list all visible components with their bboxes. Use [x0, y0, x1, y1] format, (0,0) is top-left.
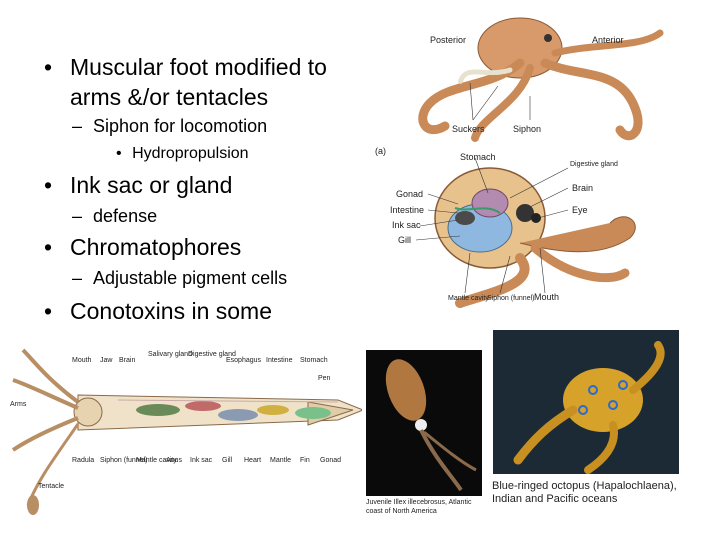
- label-siphon: Siphon: [513, 124, 541, 134]
- label-anus: Anus: [166, 457, 182, 464]
- photo-juvenile-squid: [366, 350, 482, 496]
- label-anterior: Anterior: [592, 35, 624, 45]
- label-heart: Heart: [244, 457, 261, 464]
- label-fin: Fin: [300, 457, 310, 464]
- label-salivary-gland: Salivary gland: [148, 351, 192, 358]
- label-siphon-funnel: Siphon (funnel): [487, 295, 534, 302]
- octopus-internal-view: Stomach Digestive gland Brain Eye Gonad …: [390, 152, 636, 308]
- label-intestine: Intestine: [390, 205, 424, 215]
- label-pen: Pen: [318, 375, 331, 382]
- label-arms: Arms: [10, 401, 27, 408]
- bullet-1-text: Muscular foot modified to: [70, 54, 327, 80]
- label-gill: Gill: [398, 235, 411, 245]
- label-digestive-gland: Digestive gland: [570, 161, 618, 168]
- label-intestine: Intestine: [266, 357, 293, 364]
- squid-photo-caption: Juvenile Illex illecebrosus, Atlantic co…: [366, 499, 472, 515]
- label-mouth: Mouth: [72, 357, 92, 364]
- label-jaw: Jaw: [100, 357, 113, 364]
- bullet-3-text: Chromatophores: [70, 234, 242, 260]
- label-ink-sac: Ink sac: [190, 457, 213, 464]
- label-gonad: Gonad: [320, 457, 341, 464]
- label-suckers: Suckers: [452, 124, 485, 134]
- label-digestive-gland: Digestive gland: [188, 351, 236, 358]
- label-mantle: Mantle: [270, 457, 291, 464]
- label-gonad: Gonad: [396, 189, 423, 199]
- label-mantle-cavity: Mantle cavity: [448, 295, 489, 302]
- bullet-2-text: Ink sac or gland: [70, 172, 233, 198]
- label-stomach: Stomach: [300, 357, 328, 364]
- label-ink-sac: Ink sac: [392, 220, 421, 230]
- label-esophagus: Esophagus: [226, 357, 262, 364]
- octopus-external-view: Posterior Anterior Suckers Siphon: [418, 17, 664, 142]
- label-brain: Brain: [119, 357, 135, 364]
- label-siphon-funnel: Siphon (funnel): [100, 457, 147, 464]
- bullet-4-text: Conotoxins in some: [70, 298, 272, 324]
- label-gill: Gill: [222, 457, 233, 464]
- label-posterior: Posterior: [430, 35, 466, 45]
- label-tentacle: Tentacle: [38, 483, 64, 490]
- bullet-2-sub: – defense: [72, 206, 158, 226]
- label-eye: Eye: [572, 205, 588, 215]
- panel-label-a: (a): [375, 146, 386, 156]
- bullet-1-sub: – Siphon for locomotion: [72, 116, 268, 136]
- label-brain: Brain: [572, 183, 593, 193]
- label-mantle-cavity: Mantle cavity: [136, 457, 177, 464]
- octopus-anatomy-diagram: Posterior Anterior Suckers Siphon (a) St…: [375, 17, 664, 308]
- bullet-1-subsub: • Hydropropulsion: [116, 145, 249, 162]
- squid-anatomy-diagram: Mouth Jaw Brain Salivary gland Digestive…: [10, 348, 362, 515]
- octopus-photo-caption: Blue-ringed octopus (Hapalochlaena), Ind…: [492, 480, 677, 505]
- label-radula: Radula: [72, 457, 94, 464]
- photo-blue-ringed-octopus: [493, 330, 679, 474]
- label-mouth: Mouth: [534, 292, 559, 302]
- label-stomach: Stomach: [460, 152, 496, 162]
- bullet-3-sub: – Adjustable pigment cells: [72, 268, 288, 288]
